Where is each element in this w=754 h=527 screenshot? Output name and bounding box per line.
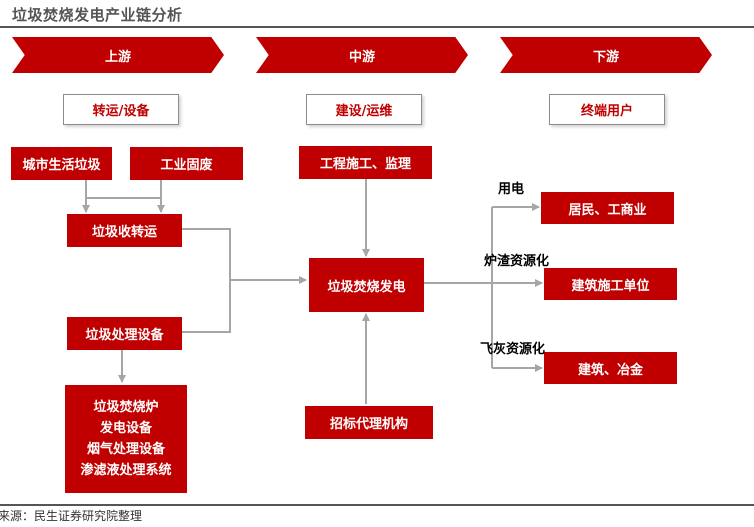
node-residents-label: 居民、工商业 — [568, 202, 647, 218]
node-industrial-waste: 工业固废 — [130, 147, 243, 180]
stage-box-midstream-label: 建设/运维 — [335, 104, 393, 119]
node-construction: 工程施工、监理 — [299, 146, 432, 179]
node-construction-metallurgy-label: 建筑、冶金 — [577, 362, 643, 378]
stage-box-downstream: 终端用户 — [549, 94, 665, 125]
node-power-generation: 垃圾焚烧发电 — [309, 258, 424, 312]
node-construction-units-label: 建筑施工单位 — [571, 278, 650, 294]
bottom-rule — [0, 504, 754, 506]
stage-chevron-upstream-label: 上游 — [104, 49, 131, 65]
node-construction-units: 建筑施工单位 — [544, 268, 677, 300]
node-municipal-waste-label: 城市生活垃圾 — [22, 158, 101, 173]
node-bidding-agency: 招标代理机构 — [305, 406, 433, 439]
connector-transfer-to-merge — [182, 228, 231, 333]
stage-box-upstream: 转运/设备 — [63, 94, 179, 125]
node-residents: 居民、工商业 — [541, 192, 674, 224]
node-waste-equipment: 垃圾处理设备 — [67, 317, 182, 350]
edge-label-ash-recycling: 飞灰资源化 — [480, 342, 546, 357]
node-construction-metallurgy: 建筑、冶金 — [544, 352, 677, 384]
stage-chevron-midstream-label: 中游 — [348, 49, 375, 65]
node-waste-equipment-label: 垃圾处理设备 — [85, 328, 164, 343]
node-equipment-list: 垃圾焚烧炉 发电设备 烟气处理设备 渗滤液处理系统 — [65, 385, 187, 493]
edge-label-slag-recycling: 炉渣资源化 — [484, 254, 550, 269]
node-bidding-agency-label: 招标代理机构 — [329, 417, 408, 432]
node-waste-transfer: 垃圾收转运 — [67, 214, 182, 247]
node-power-generation-label: 垃圾焚烧发电 — [327, 279, 406, 295]
equipment-list-item: 烟气处理设备 — [86, 442, 165, 457]
stage-chevron-downstream: 下游 — [500, 37, 712, 73]
equipment-list-item: 垃圾焚烧炉 — [93, 400, 159, 415]
node-waste-transfer-label: 垃圾收转运 — [91, 225, 157, 240]
stage-box-downstream-label: 终端用户 — [580, 104, 633, 119]
node-municipal-waste: 城市生活垃圾 — [11, 147, 112, 180]
page-title: 垃圾焚烧发电产业链分析 — [12, 6, 183, 24]
node-industrial-waste-label: 工业固废 — [160, 158, 213, 173]
edge-label-electricity: 用电 — [498, 182, 525, 197]
stage-box-upstream-label: 转运/设备 — [92, 104, 150, 119]
stage-chevron-upstream: 上游 — [12, 37, 224, 73]
stage-box-midstream: 建设/运维 — [306, 94, 422, 125]
equipment-list-item: 发电设备 — [99, 421, 152, 436]
equipment-list-item: 渗滤液处理系统 — [80, 463, 172, 478]
top-rule — [0, 26, 754, 28]
source-note: 来源：民生证券研究院整理 — [0, 509, 143, 523]
node-construction-label: 工程施工、监理 — [319, 157, 411, 172]
stage-chevron-downstream-label: 下游 — [592, 49, 619, 65]
stage-chevron-midstream: 中游 — [256, 37, 468, 73]
